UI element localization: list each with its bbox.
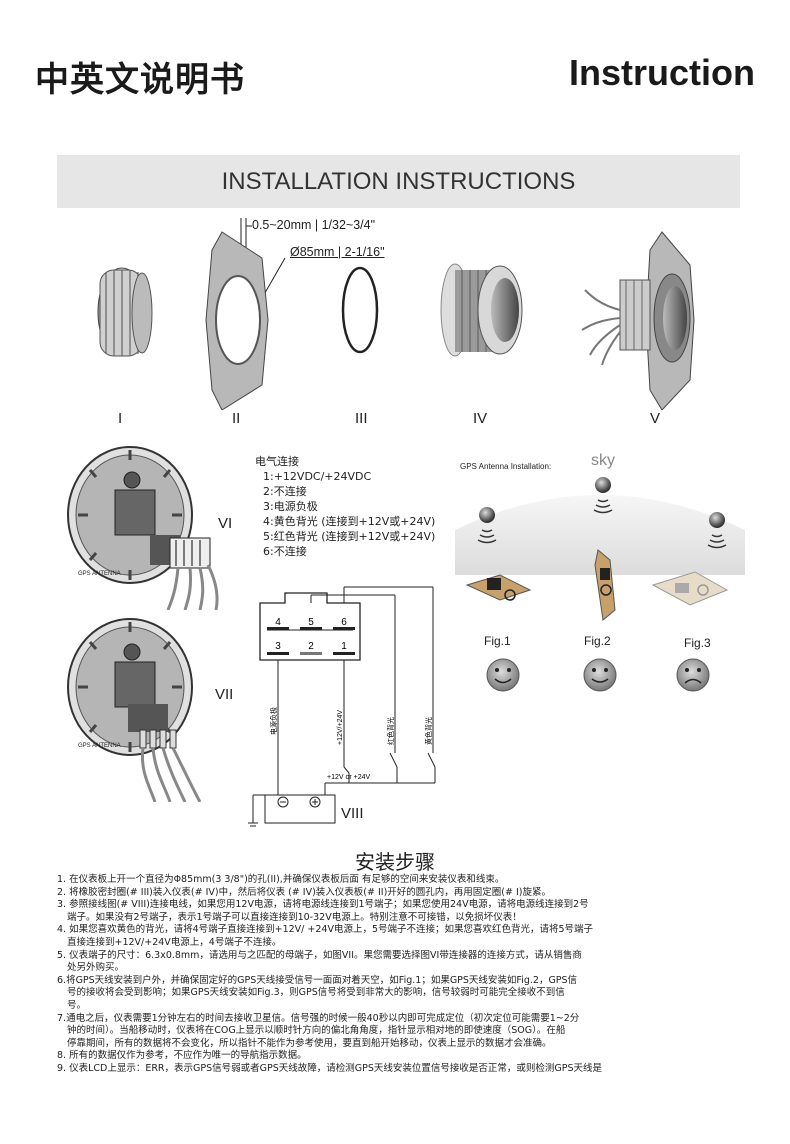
fig2-label: Fig.2	[584, 634, 611, 648]
supply-label: +12V or +24V	[327, 774, 371, 781]
rubber-seal-ring-part	[341, 266, 379, 354]
part-label-4: IV	[473, 410, 488, 427]
gps-installation-title: GPS Antenna Installation:	[460, 462, 552, 471]
pin-label: 2	[308, 641, 314, 652]
electrical-item: 5:红色背光 (连接到+12V或+24V)	[263, 530, 436, 543]
step-line: 直接连接到+12V/+24V电源上，4号端子不连接。	[67, 936, 282, 948]
parts-illustration	[97, 218, 695, 410]
step-line: 1. 在仪表板上开一个直径为Φ85mm(3 3/8")的孔(II),并确保仪表板…	[57, 874, 505, 885]
electrical-item: 6:不连接	[263, 545, 307, 558]
part-label-1: I	[118, 410, 123, 427]
electrical-item: 2:不连接	[263, 485, 307, 498]
gauge-body-part	[440, 263, 523, 357]
pin-label: 3	[275, 641, 281, 652]
wire-label-yellow: 黄色背光	[424, 717, 433, 745]
pin-label: 1	[341, 641, 347, 652]
step-line: 6.将GPS天线安装到户外，并确保固定好的GPS天线接受信号一面面对着天空，如F…	[57, 974, 578, 986]
electrical-connection-list: 电气连接 1:+12VDC/+24VDC 2:不连接 3:电源负极 4:黄色背光…	[255, 454, 435, 559]
diagram-label-viii: VIII	[341, 805, 364, 822]
step-line: 2. 将橡胶密封圈(# III)装入仪表(# IV)中，然后将仪表 (# IV)…	[57, 886, 551, 898]
step-line: 钟的时间）。当船移动时，仪表将在COG上显示以顺时针方向的偏北角角度，指针显示相…	[67, 1025, 566, 1037]
fig1-label: Fig.1	[484, 634, 511, 648]
assembled-gauge-part	[581, 231, 695, 410]
electrical-item: 3:电源负极	[263, 500, 318, 513]
wire-label-red: 红色背光	[386, 717, 395, 745]
part-label-5: V	[650, 410, 661, 427]
wire-label-positive: +12V/+24V	[337, 710, 344, 745]
step-line: 端子。如果没有2号端子，表示1号端子可以直接连接到10-32V电源上。特别注意不…	[67, 911, 522, 923]
panel-plate-part	[205, 231, 269, 410]
part-label-3: III	[355, 410, 368, 427]
electrical-item: 4:黄色背光 (连接到+12V或+24V)	[263, 515, 436, 528]
diagram-label-vii: VII	[215, 686, 234, 703]
step-line: 7.通电之后，仪表需要1分钟左右的时间去接收卫星信。信号强的时候一般40秒以内即…	[57, 1012, 580, 1024]
gauge-with-terminals-diagram	[67, 618, 202, 802]
pin-label: 5	[308, 617, 314, 628]
step-line: 处另外购买。	[67, 962, 125, 974]
step-line: 号的接收将会受到影响；如果GPS天线安装如Fig.3，则GPS信号将受到非常大的…	[67, 987, 565, 999]
installation-banner: INSTALLATION INSTRUCTIONS	[57, 155, 740, 208]
step-line: 号。	[67, 999, 87, 1011]
part-label-2: II	[232, 410, 241, 427]
electrical-title: 电气连接	[255, 455, 299, 468]
installation-steps-text: 1. 在仪表板上开一个直径为Φ85mm(3 3/8")的孔(II),并确保仪表板…	[57, 874, 757, 1076]
locking-ring-part	[97, 267, 153, 357]
step-line: 8. 所有的数据仅作为参考，不应作为唯一的导航指示数据。	[57, 1050, 307, 1062]
step-line: 9. 仪表LCD上显示：ERR，表示GPS信号弱或者GPS天线故障，请检测GPS…	[57, 1062, 603, 1074]
sky-label: sky	[591, 452, 615, 469]
gps-antenna-label-vi: GPS ANTENNA	[78, 571, 121, 577]
gauge-with-connector-diagram	[67, 446, 219, 610]
diagram-label-vi: VI	[218, 515, 233, 532]
title-chinese: 中英文说明书	[35, 60, 245, 100]
installation-steps-title: 安装步骤	[355, 850, 435, 874]
gps-antenna-label-vii: GPS ANTENNA	[78, 743, 121, 749]
pin-label: 4	[275, 617, 281, 628]
thickness-dimension: 0.5~20mm | 1/32~3/4"	[252, 218, 376, 232]
wiring-diagram: 4 5 6 3 2 1 电源负极 +12V/+24V 红色背光 黄色背光 +12…	[248, 586, 436, 827]
electrical-item: 1:+12VDC/+24VDC	[263, 470, 372, 483]
step-line: 3. 参照接线图(# VIII)连接电线，如果您用12V电源，请将电源线连接到1…	[57, 899, 589, 911]
title-english: Instruction	[569, 52, 755, 93]
step-line: 停靠期间，所有的数据将不会变化，所以指针不能作为参考使用，要直到船开始移动，仪表…	[67, 1037, 552, 1049]
step-line: 4. 如果您喜欢黄色的背光，请将4号端子直接连接到+12V/ +24V电源上，5…	[57, 924, 594, 936]
fig3-label: Fig.3	[684, 636, 711, 650]
wire-label-negative: 电源负极	[269, 707, 278, 735]
gps-antenna-illustration	[455, 477, 745, 692]
pin-label: 6	[341, 617, 347, 628]
diameter-dimension: Ø85mm | 2-1/16"	[290, 245, 385, 259]
step-line: 5. 仪表端子的尺寸：6.3x0.8mm，请选用与之匹配的母端子，如图VII。果…	[57, 949, 582, 961]
